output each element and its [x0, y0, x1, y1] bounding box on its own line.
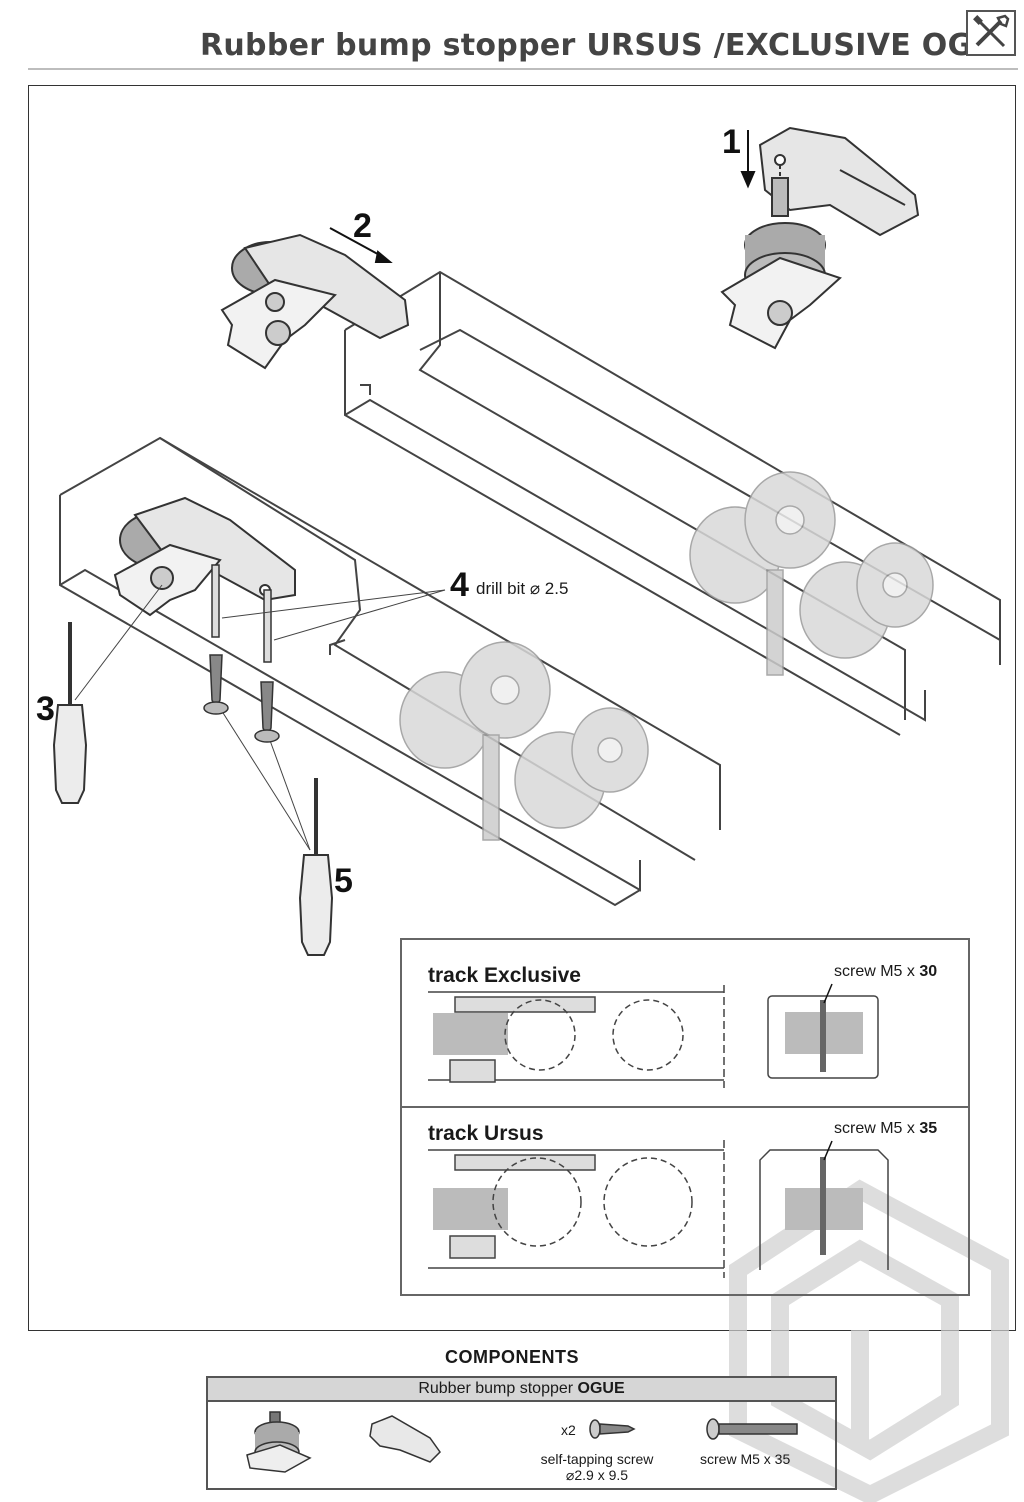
screw-exclusive-length: 30: [919, 963, 938, 980]
screwdriver-step3: [52, 622, 88, 804]
m5-screw-label: screw M5 x 35: [700, 1451, 791, 1467]
page-title: Rubber bump stopper URSUS /EXCLUSIVE OGU…: [200, 28, 1018, 63]
drill-bit-note: drill bit ⌀ 2.5: [476, 579, 569, 598]
bump-stopper-exploded: [720, 126, 920, 350]
wood-screws: [203, 654, 280, 743]
screw-ursus-label: screw M5 x 35: [834, 1120, 937, 1138]
trolley-back: [689, 471, 934, 676]
back-track: [344, 270, 1001, 736]
self-tap-line2: ⌀2.9 x 9.5: [565, 1467, 629, 1483]
self-tap-line1: self-tapping screw: [540, 1451, 654, 1467]
components-header-bold: OGUE: [577, 1380, 625, 1397]
components-header-prefix: Rubber bump stopper: [418, 1380, 578, 1397]
ursus-section: [759, 1140, 889, 1270]
screw-ursus-prefix: screw M5 x: [834, 1120, 920, 1137]
drill-bits: [211, 564, 272, 663]
step-5-number: 5: [334, 862, 353, 900]
step-arrows: [329, 130, 756, 263]
component-clip: [369, 1415, 441, 1463]
component-bumper: [246, 1411, 312, 1473]
step-1-number: 1: [722, 123, 741, 161]
step-2-number: 2: [353, 207, 372, 245]
header-rule: [28, 68, 1018, 70]
track-exclusive-label: track Exclusive: [428, 964, 581, 987]
exclusive-side-view: [428, 985, 725, 1088]
tools-icon: [966, 10, 1016, 56]
bump-stopper-step2: [220, 233, 410, 370]
detail-divider: [402, 1106, 968, 1108]
components-header: Rubber bump stopper OGUE: [208, 1378, 835, 1402]
component-self-tap-screw: [589, 1419, 636, 1439]
screw-exclusive-label: screw M5 x 30: [834, 963, 937, 981]
component-m5-screw: [706, 1418, 798, 1440]
screw-exclusive-prefix: screw M5 x: [834, 963, 920, 980]
step-3-number: 3: [36, 690, 55, 728]
track-ursus-label: track Ursus: [428, 1122, 544, 1145]
exclusive-section: [767, 983, 879, 1079]
assembly-frame: [28, 85, 1016, 1331]
trolley-front: [399, 641, 649, 841]
components-box: Rubber bump stopper OGUE: [206, 1376, 837, 1490]
track-detail-panel: [400, 938, 970, 1296]
step-4-number: 4: [450, 566, 469, 604]
leader-lines: [74, 584, 446, 851]
ursus-side-view: [428, 1140, 725, 1278]
components-title: COMPONENTS: [444, 1347, 579, 1367]
screwdriver-step5: [298, 778, 334, 956]
self-tap-qty: x2: [561, 1422, 576, 1438]
self-tap-label: self-tapping screw ⌀2.9 x 9.5: [530, 1451, 664, 1483]
screw-ursus-length: 35: [919, 1120, 938, 1137]
